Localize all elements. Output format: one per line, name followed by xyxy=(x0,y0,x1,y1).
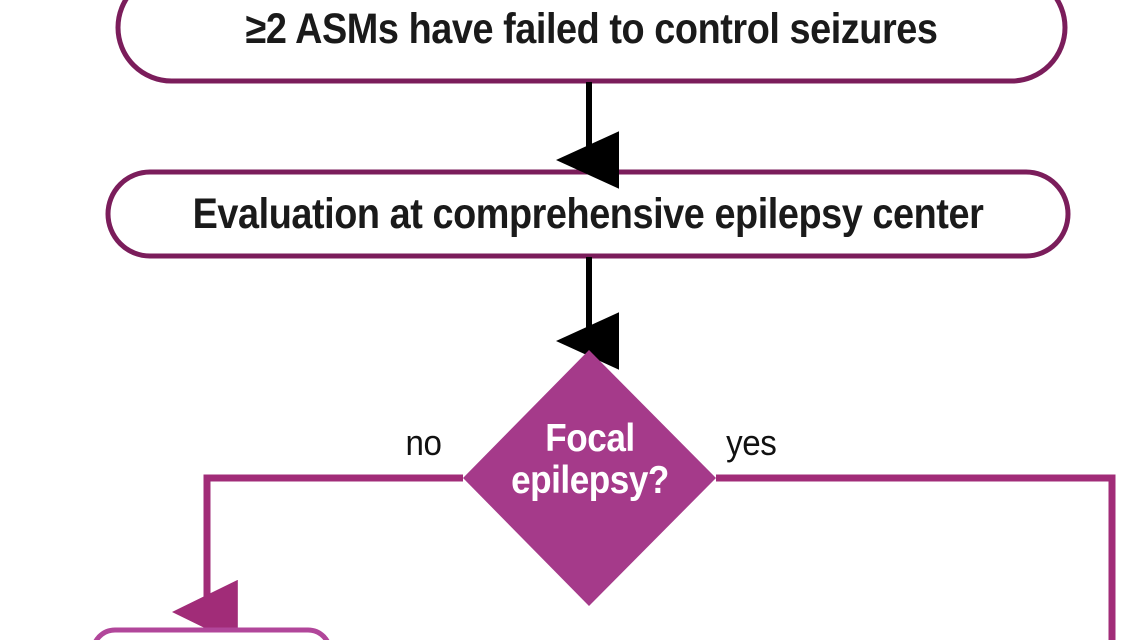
node-next-step-partial-shape xyxy=(93,627,330,640)
node-focal-decision-shape xyxy=(463,350,716,606)
node-asm-failed-shape xyxy=(115,0,1068,84)
node-focal-decision-label-line1: Focal xyxy=(545,416,635,460)
node-evaluation-label: Evaluation at comprehensive epilepsy cen… xyxy=(192,189,984,238)
node-asm-failed-label: ≥2 ASMs have failed to control seizures xyxy=(245,4,938,53)
edge-label-yes: yes xyxy=(726,422,777,463)
node-focal-decision-label-line2: epilepsy? xyxy=(511,459,669,502)
edge-decision-yes-path xyxy=(716,474,1116,640)
edge-label-no: no xyxy=(405,422,442,463)
node-focal-decision-label: Focal epilepsy? xyxy=(476,398,705,522)
edge-decision-no-path xyxy=(172,474,463,640)
